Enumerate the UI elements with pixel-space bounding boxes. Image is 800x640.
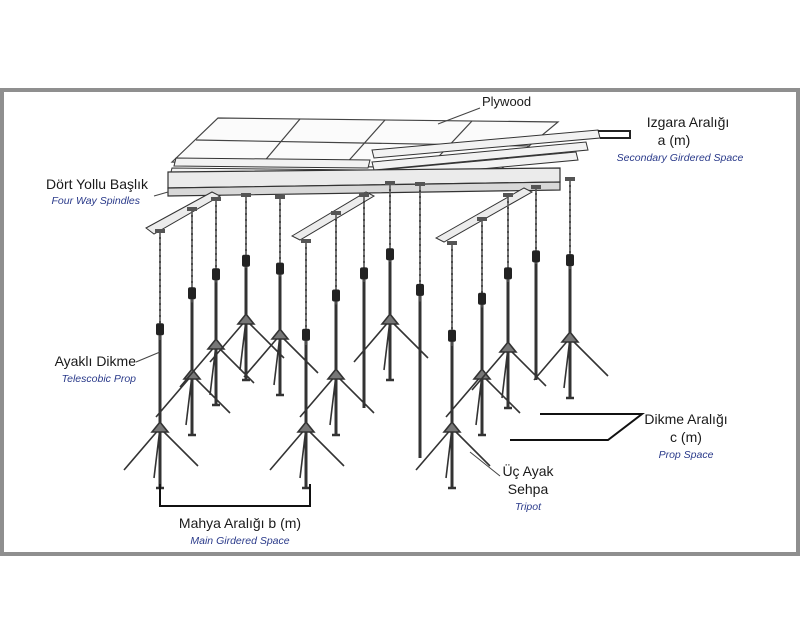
telescopic-prop (503, 193, 513, 408)
telescopic-prop (447, 241, 457, 488)
telescopic-prop (155, 229, 165, 488)
prop-label-tr: Ayaklı Dikme (55, 353, 137, 369)
spindle-label-tr: Dört Yollu Başlık (46, 176, 149, 192)
tripod-label-tr-2: Sehpa (508, 481, 549, 497)
telescopic-prop (359, 193, 369, 408)
prop-space-label-en: Prop Space (659, 449, 714, 461)
tripod-label-en: Tripot (515, 501, 542, 513)
tripod (415, 420, 491, 490)
tripod (471, 340, 547, 410)
leader-lines (135, 107, 501, 477)
main-space-dimension (159, 484, 311, 507)
telescopic-prop (415, 182, 425, 458)
prop-space-label-unit: c (m) (670, 429, 702, 445)
telescopic-prop (531, 185, 541, 380)
telescopic-prop (565, 177, 575, 398)
dimension-lines (159, 413, 645, 507)
telescopic-prop (301, 239, 311, 488)
tripod (533, 330, 609, 400)
secondary-space-label-en: Secondary Girdered Space (617, 152, 744, 164)
plywood-label: Plywood (482, 94, 531, 109)
tripod-label-tr: Üç Ayak (502, 462, 554, 479)
props-layer (123, 177, 609, 490)
spindle-label-en: Four Way Spindles (51, 195, 140, 207)
prop-space-dimension (510, 413, 645, 441)
telescopic-prop (187, 207, 197, 435)
tripod (123, 420, 199, 490)
main-space-label-tr: Mahya Aralığı b (m) (179, 515, 301, 531)
secondary-space-label-unit: a (m) (658, 132, 691, 148)
tripod (269, 420, 345, 490)
tripod (179, 337, 255, 407)
tripod (243, 327, 319, 397)
tripod (299, 367, 375, 437)
telescopic-prop (331, 211, 341, 435)
prop-label-en: Telescobic Prop (62, 373, 136, 385)
telescopic-prop (477, 217, 487, 435)
main-space-label-en: Main Girdered Space (190, 535, 289, 547)
prop-space-label-tr: Dikme Aralığı (644, 411, 727, 427)
main-girder (167, 167, 561, 197)
tripod (353, 312, 429, 382)
secondary-space-label-tr: Izgara Aralığı (647, 114, 730, 130)
secondary-bracket (598, 130, 631, 139)
